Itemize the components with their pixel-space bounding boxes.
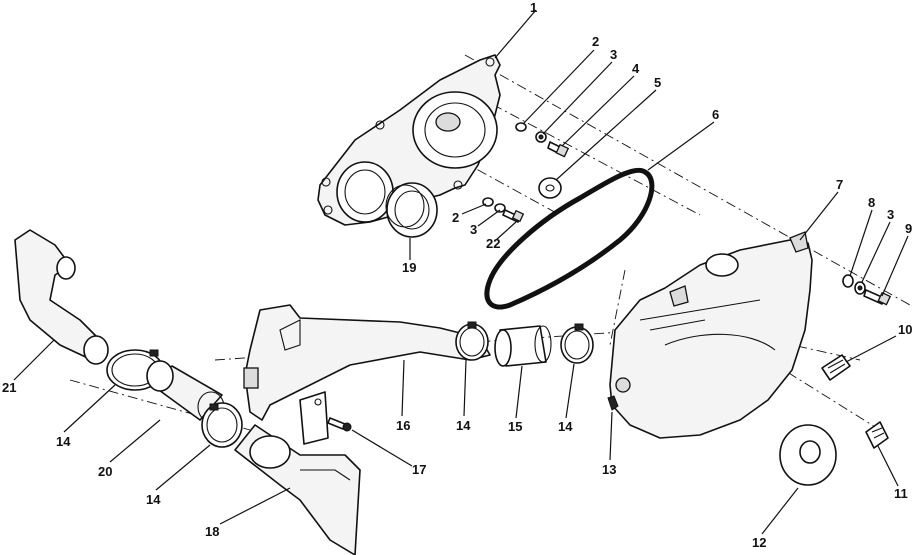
callout-14-c: 14	[456, 418, 471, 433]
callout-14-a: 14	[56, 434, 71, 449]
screw	[327, 417, 352, 432]
callout-16: 16	[396, 418, 410, 433]
outer-clutch-cover	[607, 231, 813, 439]
outlet-duct	[234, 424, 361, 555]
callout-4: 4	[632, 61, 640, 76]
label-small	[865, 421, 889, 449]
callout-3-right: 3	[887, 207, 894, 222]
callout-7: 7	[836, 177, 843, 192]
callout-14-b: 14	[146, 492, 161, 507]
drive-belt	[484, 167, 655, 310]
callout-1: 1	[530, 0, 537, 15]
callout-13: 13	[602, 462, 616, 477]
intake-duct	[14, 229, 109, 365]
clamp-14-upper-left	[455, 321, 489, 361]
decal-upper	[821, 354, 851, 381]
round-seal	[779, 424, 837, 486]
duct-bracket	[243, 304, 491, 445]
inner-clutch-cover	[317, 54, 501, 226]
washer-bolt-set-upper	[515, 122, 570, 158]
callout-9: 9	[905, 221, 912, 236]
callout-17: 17	[412, 462, 426, 477]
callout-2-lower: 2	[452, 210, 459, 225]
callout-3: 3	[610, 47, 617, 62]
hose-20	[146, 360, 225, 423]
callout-15: 15	[508, 419, 522, 434]
leader-lines	[13, 9, 909, 535]
callout-19: 19	[402, 260, 416, 275]
callout-22: 22	[486, 236, 500, 251]
callout-3-lower: 3	[470, 222, 477, 237]
spacer	[538, 177, 562, 199]
callout-12: 12	[752, 535, 766, 550]
washer-bolt-set-lower	[482, 197, 525, 223]
callout-2: 2	[592, 34, 599, 49]
callout-14-d: 14	[558, 419, 573, 434]
callout-11: 11	[894, 486, 908, 501]
clamp-14-lower-right	[201, 402, 243, 448]
callout-18: 18	[205, 524, 219, 539]
callout-6: 6	[712, 107, 719, 122]
washer-bolt-set-right	[842, 274, 892, 306]
seal	[385, 182, 438, 238]
callout-10: 10	[898, 322, 912, 337]
callout-5: 5	[654, 75, 661, 90]
clamp-14-upper-right	[560, 323, 594, 364]
callout-8: 8	[868, 195, 875, 210]
callout-21: 21	[2, 380, 16, 395]
callout-20: 20	[98, 464, 112, 479]
sleeve-15	[494, 325, 552, 367]
